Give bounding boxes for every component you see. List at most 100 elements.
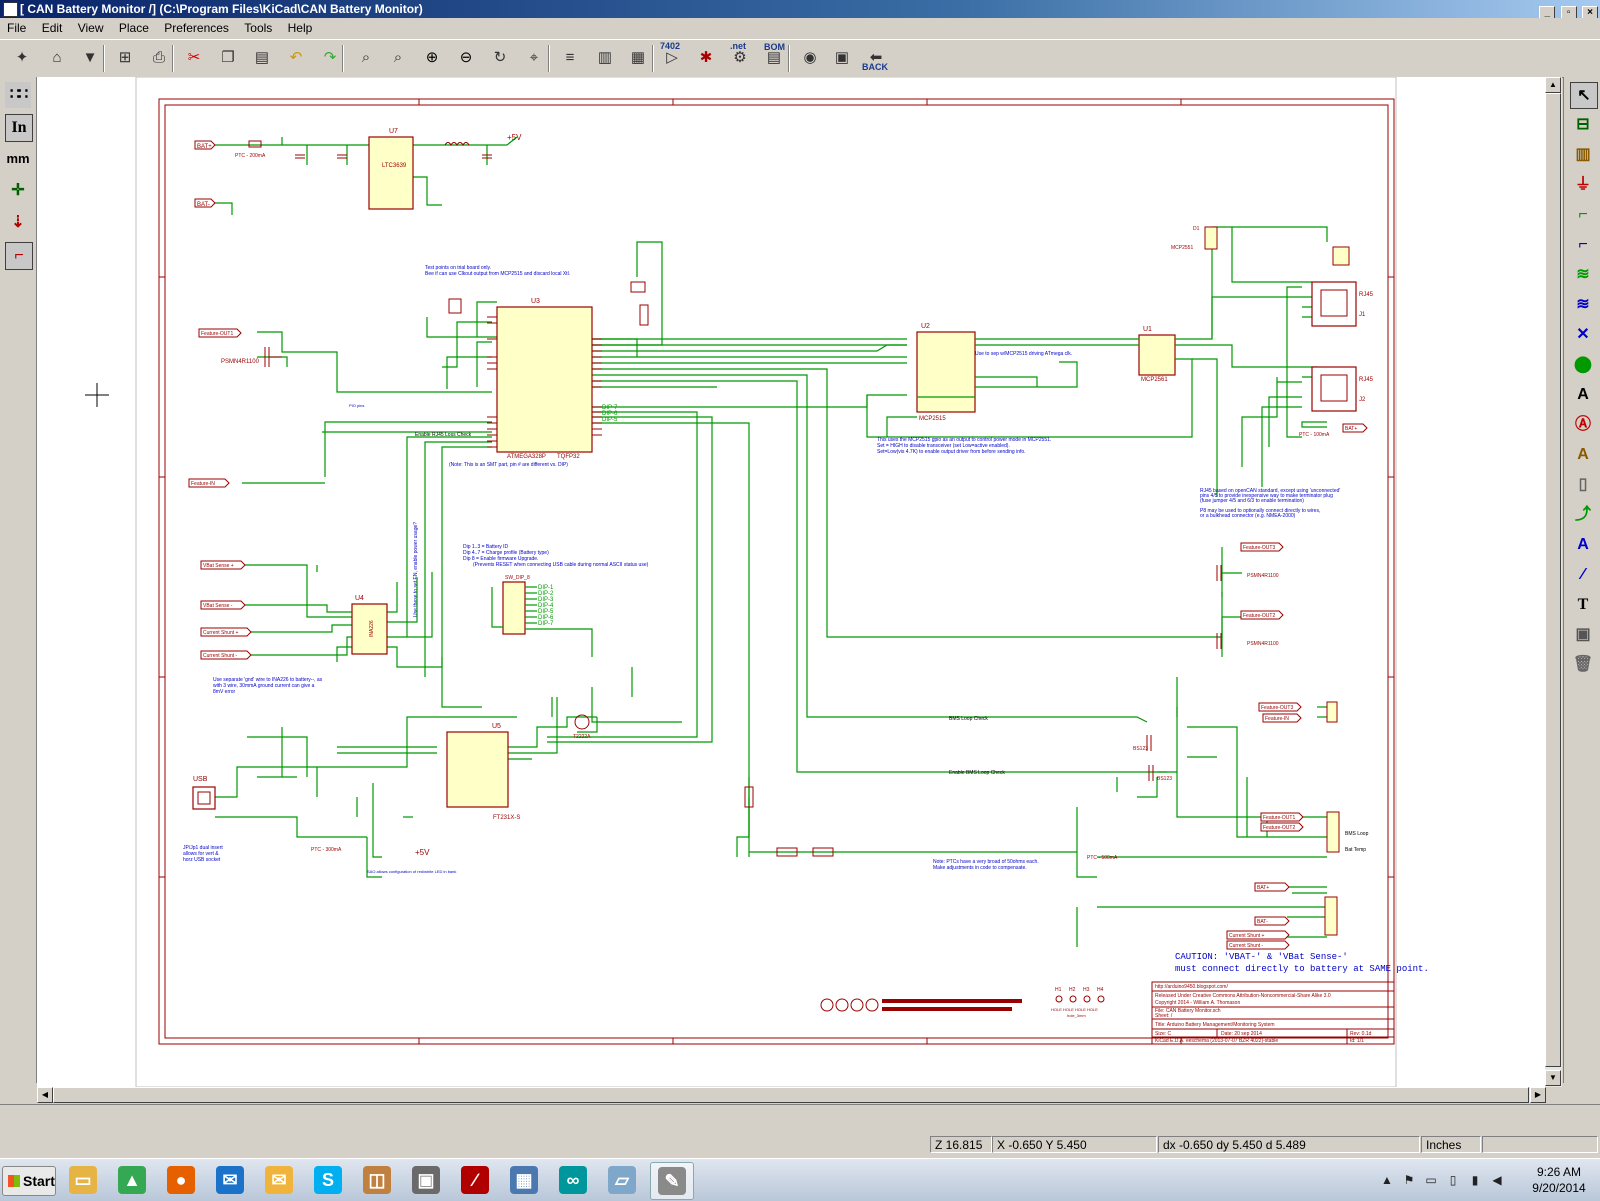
vertical-scroll-thumb[interactable] [1545,93,1561,1067]
tray-show-hidden-icon[interactable]: ▲ [1381,1173,1393,1187]
save-button[interactable]: ▼ [76,44,104,72]
bus-wire-entry-button[interactable]: ⌐ [3,240,33,270]
eeschema-icon: ✎ [658,1167,686,1195]
add-graphic-line-button[interactable]: ⁄ [1568,560,1598,589]
menu-help[interactable]: Help [287,21,313,35]
tb-date: Date: 20 sep 2014 [1221,1031,1262,1037]
find-button[interactable]: ⌕ [352,44,380,72]
horizontal-scroll-thumb[interactable] [53,1087,1529,1103]
cursor-shape-button[interactable]: ✛ [3,176,33,206]
ptc-800-text: PTC - 500mA [1087,855,1118,861]
start-button[interactable]: Start [2,1166,56,1196]
zoom-in-button[interactable]: ⊕ [418,44,446,72]
camera-taskbar-button[interactable]: ▣ [405,1162,447,1198]
hierarchy-navigator-button[interactable]: ≡ [556,44,584,72]
menu-place[interactable]: Place [118,21,149,35]
find-replace-button[interactable]: ⌕ [384,44,412,72]
pcbnew-button[interactable]: ▣ [828,44,856,72]
redraw-button[interactable]: ↻ [486,44,514,72]
add-component-button[interactable]: ▥ [1568,140,1598,169]
tray-device-icon[interactable]: ▭ [1425,1173,1437,1187]
back-icon: ⬅ [869,49,883,66]
usb-note3: horz USB socket [183,857,221,863]
arduino-taskbar-button[interactable]: ∞ [552,1162,594,1198]
select-tool-button[interactable]: ↖ [1568,80,1598,109]
open-schematic-button[interactable]: ⌂ [43,44,71,72]
delete-item-button[interactable]: 🗑 [1568,650,1598,679]
library-browser-button[interactable]: ▦ [624,44,652,72]
tray-network-icon[interactable]: ▮ [1471,1173,1479,1187]
menu-tools[interactable]: Tools [244,21,273,35]
eeschema-taskbar-button[interactable]: ✎ [650,1162,694,1200]
zoom-fit-button[interactable]: ⌖ [520,44,548,72]
scroll-down-button[interactable]: ▼ [1545,1070,1561,1086]
vertical-scrollbar[interactable]: ▲ ▼ [1545,77,1562,1087]
toolbar-separator [788,45,790,72]
hierarchy-tool-button[interactable]: ⊟ [1568,110,1598,139]
menu-view[interactable]: View [77,21,104,35]
redo-button[interactable]: ↷ [316,44,344,72]
back-button[interactable]: ⬅ [862,44,890,72]
scroll-right-button[interactable]: ▶ [1530,1087,1546,1103]
u1-ref: U1 [1143,326,1152,333]
cvpcb-button[interactable]: ◉ [796,44,824,72]
q4-mosfet [1216,633,1222,649]
erc-button[interactable]: ✱ [692,44,720,72]
add-junction-button[interactable]: ⬤ [1568,350,1598,379]
bom-button[interactable]: ▤ [760,44,788,72]
outlook-taskbar-button[interactable]: ✉ [209,1162,251,1198]
scroll-up-button[interactable]: ▲ [1545,77,1561,93]
bat-plus-text-top: BAT+ [197,144,212,150]
add-power-button[interactable]: ⏚ [1568,170,1598,199]
netlist-button[interactable]: ⚙ [726,44,754,72]
menu-file[interactable]: File [7,21,27,35]
add-text-button[interactable]: T [1568,590,1598,619]
no-connect-button[interactable]: ✕ [1568,320,1598,349]
undo-button[interactable]: ↶ [282,44,310,72]
add-hier-sheet-button[interactable]: ▯ [1568,470,1598,499]
add-global-label-button[interactable]: Ⓐ [1568,410,1598,439]
menu-edit[interactable]: Edit [41,21,63,35]
ltspice-taskbar-button[interactable]: ∕ [454,1162,496,1198]
copy-button[interactable]: ❐ [214,44,242,72]
add-image-button[interactable]: ▣ [1568,620,1598,649]
page-settings-button[interactable]: ⊞ [111,44,139,72]
zoom-out-button[interactable]: ⊖ [452,44,480,72]
horizontal-scrollbar[interactable]: ◀ ▶ [37,1087,1546,1103]
tray-monitor-icon[interactable]: ▯ [1449,1173,1457,1187]
add-label-button[interactable]: A [1568,380,1598,409]
import-hier-label-button[interactable]: ⤴ [1568,500,1598,529]
explorer-taskbar-button[interactable]: ▭ [62,1162,104,1198]
add-wire-button[interactable]: ⌐ [1568,200,1598,229]
grid-toggle-button[interactable]: ∷∷ [3,80,33,110]
dashed-line-icon: ⁄ [1581,566,1585,583]
scroll-left-button[interactable]: ◀ [37,1087,53,1103]
menu-preferences[interactable]: Preferences [164,21,229,35]
notes-taskbar-button[interactable]: ▱ [601,1162,643,1198]
kicad-taskbar-button[interactable]: ◫ [356,1162,398,1198]
calculator-taskbar-button[interactable]: ▦ [503,1162,545,1198]
add-hier-label-button[interactable]: A [1568,440,1598,469]
annotate-button[interactable]: ▷ [658,44,686,72]
tb-rev: Rev: 0.1d [1350,1031,1372,1037]
hidden-pins-button[interactable]: ⇣ [3,208,33,238]
units-inch-button[interactable]: In [3,112,33,142]
add-bus-button[interactable]: ⌐ [1568,230,1598,259]
system-clock[interactable]: 9:26 AM 9/20/2014 [1524,1164,1594,1196]
mail-taskbar-button[interactable]: ✉ [258,1162,300,1198]
cut-button[interactable]: ✂ [180,44,208,72]
print-button[interactable]: ⎙ [145,44,173,72]
google-drive-taskbar-button[interactable]: ▲ [111,1162,153,1198]
wire-to-bus-entry-button[interactable]: ≋ [1568,260,1598,289]
tray-flag-icon[interactable]: ⚑ [1403,1173,1415,1187]
add-sheet-pin-button[interactable]: A [1568,530,1598,559]
tray-volume-icon[interactable]: ◀ [1492,1173,1502,1187]
firefox-taskbar-button[interactable]: ● [160,1162,202,1198]
bus-to-bus-entry-button[interactable]: ≋ [1568,290,1598,319]
skype-taskbar-button[interactable]: S [307,1162,349,1198]
units-mm-button[interactable]: mm [3,144,33,174]
paste-button[interactable]: ▤ [248,44,276,72]
library-editor-button[interactable]: ▥ [591,44,619,72]
new-schematic-button[interactable]: ✦ [8,44,36,72]
schematic-canvas[interactable]: U7 LTC3639 BAT+ BAT- PTC - 200mA +5V [37,77,1546,1087]
